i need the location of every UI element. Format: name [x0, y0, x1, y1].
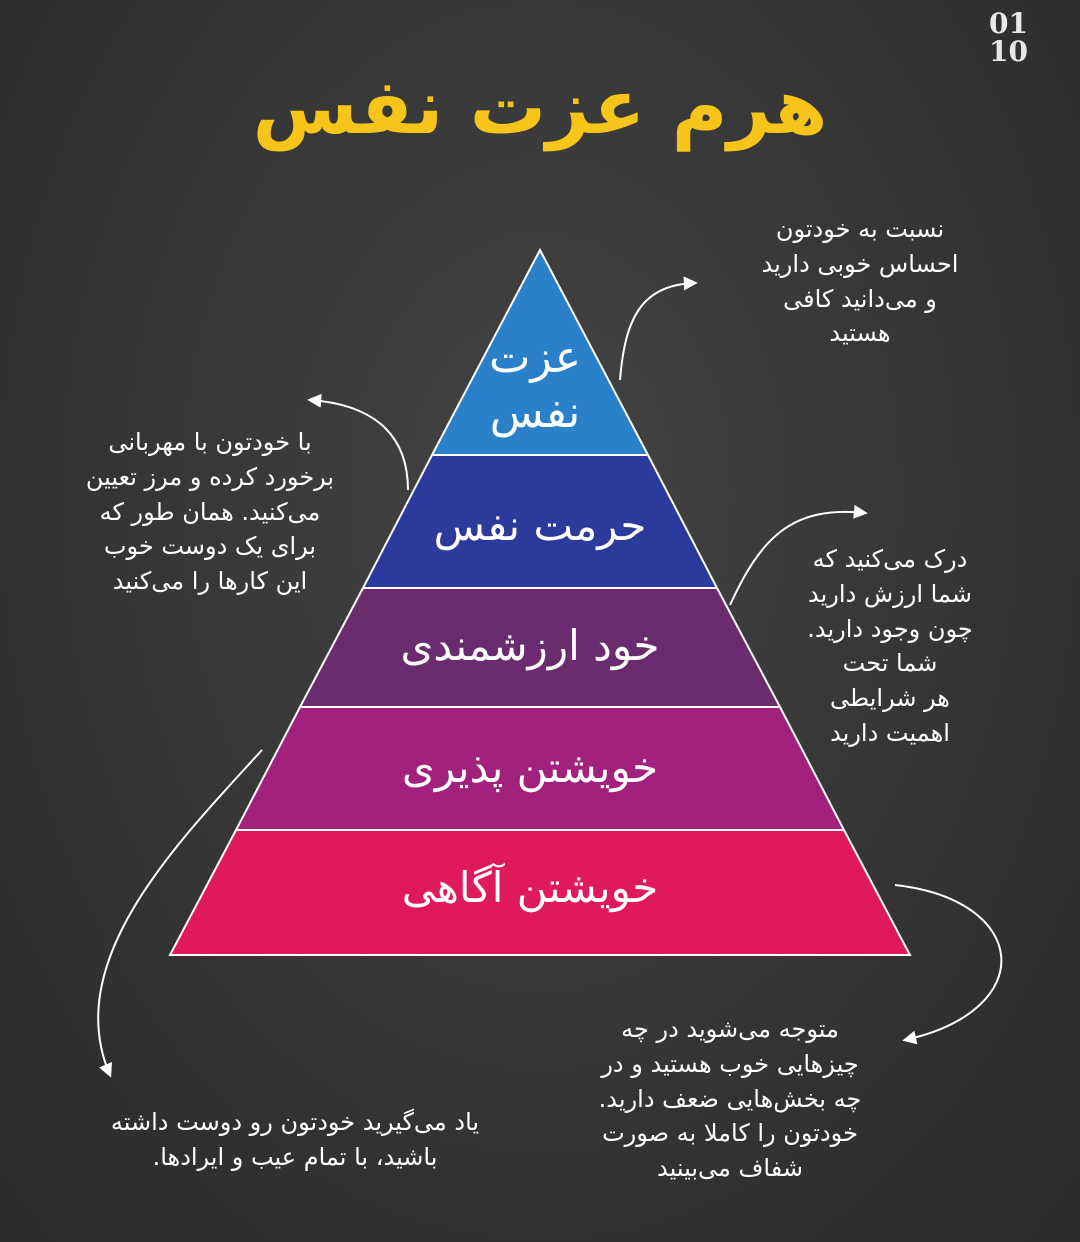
note-line: اهمیت دارید: [830, 718, 950, 747]
note-line: شفاف می‌بینید: [657, 1154, 803, 1183]
note-self-respect: با خودتون با مهربانی برخورد کرده و مرز ت…: [60, 425, 360, 599]
level-label-self-respect: حرمت نفس: [433, 501, 647, 550]
page-title: هرم عزت نفس: [252, 62, 828, 151]
note-line: برخورد کرده و مرز تعیین: [85, 462, 335, 491]
pyramid-level-self-awareness: [168, 829, 912, 956]
arrow-self-respect: [307, 393, 409, 491]
arrow-self-acceptance: [97, 749, 263, 1078]
level-label-self-awareness: خویشتن آگاهی: [401, 863, 659, 912]
note-line: می‌کنید. همان طور که: [99, 497, 321, 526]
note-self-acceptance: یاد می‌گیرید خودتون رو دوست داشته باشید،…: [55, 1105, 535, 1175]
note-line: با خودتون با مهربانی: [108, 428, 312, 456]
note-self-awareness: متوجه می‌شوید در چه چیزهایی خوب هستید و …: [550, 1012, 910, 1186]
note-self-esteem: نسبت به خودتون احساس خوبی دارید و می‌دان…: [720, 212, 1000, 351]
arrow-self-esteem: [619, 276, 698, 381]
note-line: درک می‌کنید که: [812, 545, 968, 573]
note-line: خودتون را کاملا به صورت: [602, 1119, 858, 1148]
note-self-worth: درک می‌کنید که شما ارزش دارید چون وجود د…: [780, 542, 1000, 751]
note-line: احساس خوبی دارید: [761, 249, 959, 278]
page-indicator: 01 10: [989, 10, 1028, 66]
note-line: باشید، با تمام عیب و ایرادها.: [152, 1142, 438, 1171]
arrow-self-worth: [729, 504, 868, 606]
level-label-self-acceptance: خویشتن پذیری: [401, 743, 659, 792]
note-line: شما تحت: [842, 649, 938, 678]
note-line: هر شرایطی: [830, 684, 950, 713]
note-line: و می‌دانید کافی: [783, 284, 937, 313]
label-line: عزت: [489, 332, 581, 383]
note-line: هستید: [829, 319, 891, 348]
note-line: چون وجود دارید.: [807, 614, 973, 643]
note-line: نسبت به خودتون: [775, 215, 945, 243]
label-line: نفس: [489, 387, 581, 438]
arrow-self-awareness: [894, 884, 1003, 1045]
level-label-self-esteem: عزت نفس: [440, 330, 630, 440]
level-label-self-worth: خود ارزشمندی: [400, 621, 660, 670]
note-line: یاد می‌گیرید خودتون رو دوست داشته: [110, 1108, 480, 1136]
note-line: شما ارزش دارید: [808, 579, 972, 608]
note-line: برای یک دوست خوب: [103, 532, 317, 561]
page-current: 01: [989, 7, 1028, 40]
note-line: این کارها را می‌کنید: [112, 567, 308, 596]
note-line: چیزهایی خوب هستید و در: [601, 1049, 859, 1078]
page-total: 10: [989, 35, 1028, 68]
note-line: متوجه می‌شوید در چه: [621, 1015, 839, 1043]
note-line: چه بخش‌هایی ضعف دارید.: [598, 1084, 862, 1113]
